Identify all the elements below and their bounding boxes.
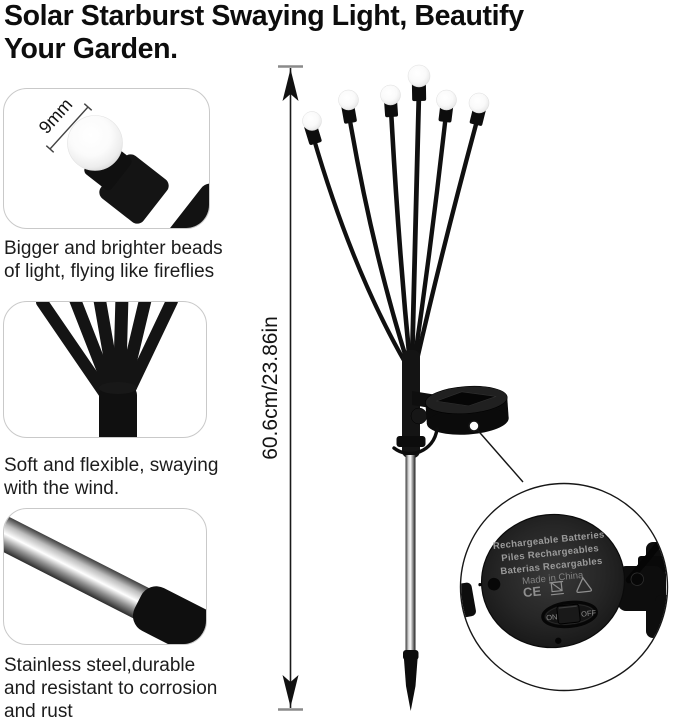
power-wire — [392, 427, 439, 456]
measure-line-icon — [45, 103, 93, 153]
weee-bin-icon — [549, 580, 564, 596]
page-title-line2: Your Garden. — [4, 33, 178, 65]
ce-mark: CE — [522, 583, 542, 600]
dimension-label: 60.6cm/23.86in — [259, 316, 282, 460]
screw-right — [630, 572, 644, 586]
bulb-bead — [67, 115, 123, 171]
feature-inset-steel — [3, 508, 207, 645]
power-switch[interactable]: ON OFF — [541, 600, 598, 630]
page-title-line1: Solar Starburst Swaying Light, Beautify — [4, 0, 524, 32]
ground-spike — [403, 653, 418, 711]
light-stems — [310, 88, 481, 367]
bulb-cable — [145, 183, 209, 228]
bulb-closeup-icon: 9mm — [35, 94, 209, 228]
switch-off-label: OFF — [581, 608, 597, 619]
clamp-knob — [410, 407, 428, 425]
switch-on-label: ON — [546, 612, 558, 622]
solar-panel-icon — [425, 385, 509, 435]
switch-slider[interactable] — [556, 603, 581, 625]
page-title: Solar Starburst Swaying Light, Beautify … — [4, 0, 679, 66]
splayed-stems-icon — [36, 302, 178, 437]
caption-beads: Bigger and brighter beads of light, flyi… — [4, 238, 223, 282]
stem-trunk — [99, 386, 137, 437]
clamp-ring — [396, 436, 426, 447]
panel-back-inset: Rechargeable Batteries Piles Rechargeabl… — [459, 482, 669, 692]
caption-steel: Stainless steel,durable and resistant to… — [4, 655, 218, 717]
feature-inset-beads: 9mm — [3, 88, 210, 229]
steel-stake — [405, 455, 416, 656]
dimension-arrow-icon — [278, 65, 303, 711]
caption-flexible: Soft and flexible, swaying with the wind… — [4, 455, 219, 499]
left-clamp — [461, 582, 476, 620]
trunk-tube — [402, 350, 420, 458]
firefly-bulbs — [302, 64, 490, 131]
feature-inset-flexible — [3, 301, 207, 438]
callout-line-icon — [468, 420, 524, 483]
recycle-icon — [576, 576, 593, 594]
screw-left — [487, 577, 501, 591]
